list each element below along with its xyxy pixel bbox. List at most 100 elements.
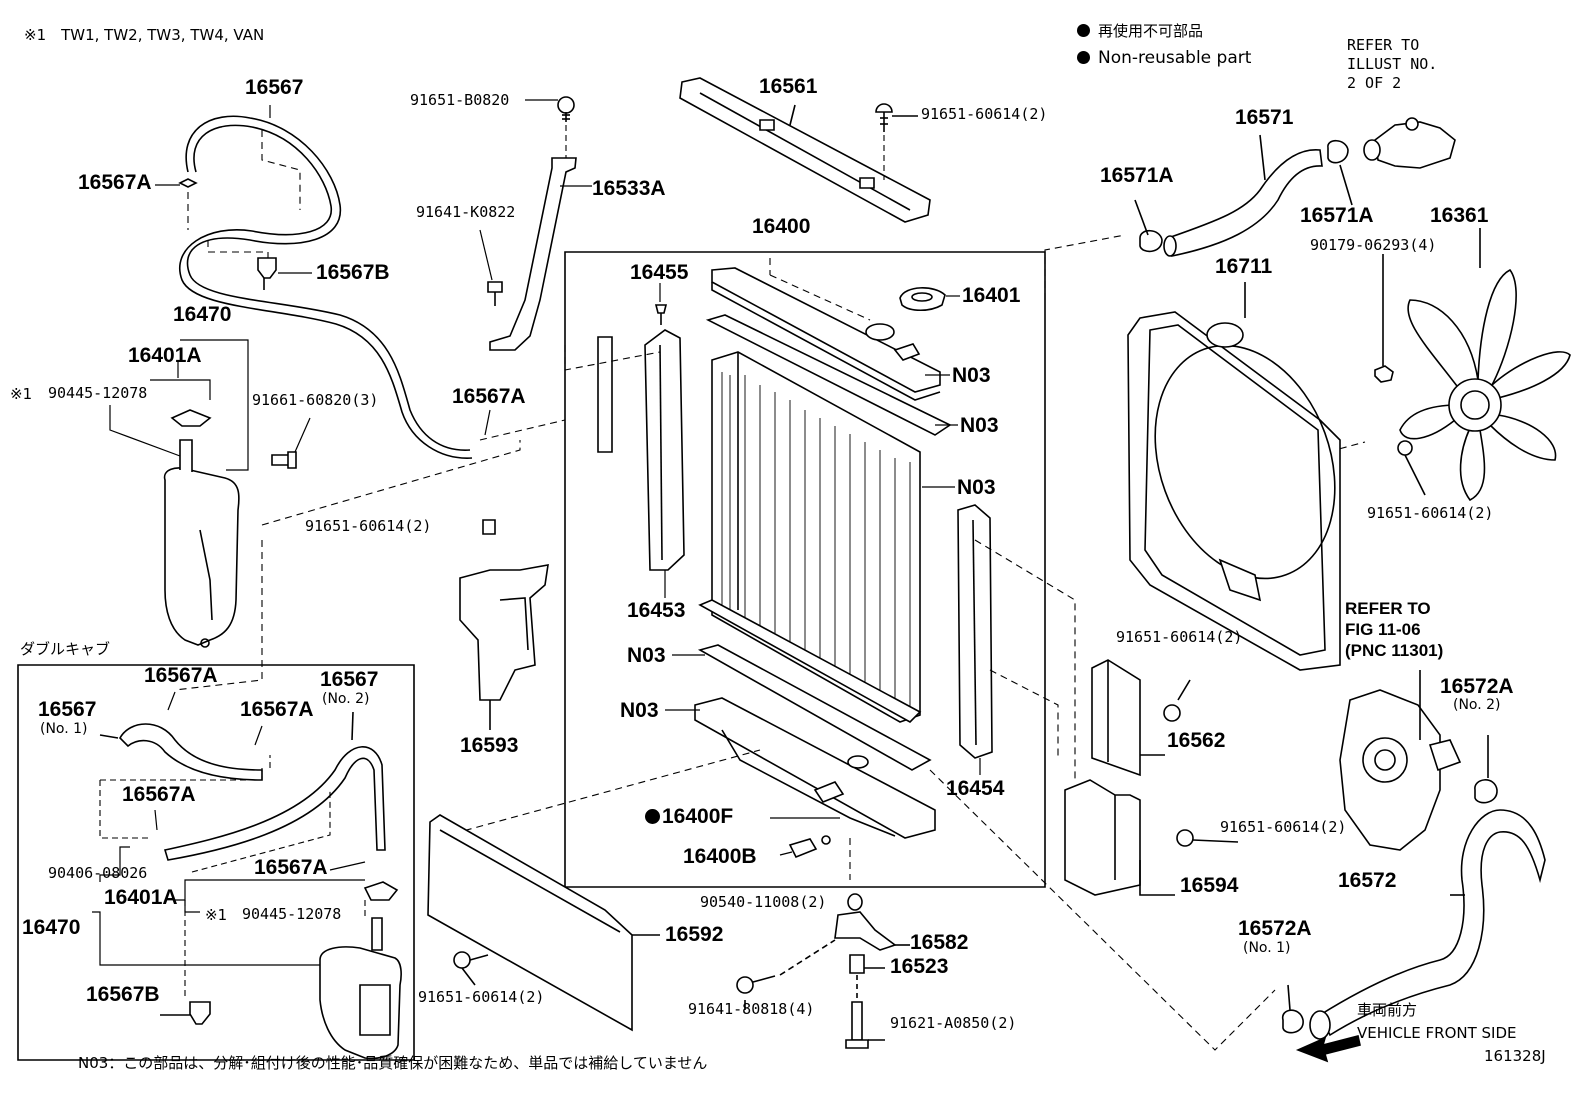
- label-91651-60614-a: 91651-60614(2): [305, 517, 432, 535]
- dc-label-16567B: 16567B: [86, 983, 160, 1006]
- label-16567A: 16567A: [78, 171, 152, 194]
- label-91651-60614-b: 91651-60614(2): [921, 105, 1048, 123]
- label-16454: 16454: [946, 777, 1005, 800]
- clamp-16572A-no1-icon: [1283, 985, 1303, 1033]
- dc-label-90445-12078: 90445-12078: [242, 905, 342, 923]
- dc-label-16567-1: 16567: [38, 698, 97, 721]
- double-cab-frame: [18, 665, 414, 1060]
- radiator-upper-tank-icon: [712, 268, 940, 400]
- bolt-16455-icon: [656, 305, 666, 325]
- label-16401: 16401: [962, 284, 1021, 307]
- bolt-91651-60614-d-icon: [1398, 441, 1425, 495]
- stay-16533A-icon: [488, 97, 576, 350]
- bolt-91651-60614-c-icon: [454, 952, 488, 985]
- refer-illust-line3: 2 OF 2: [1347, 74, 1402, 92]
- label-n03-3: N03: [957, 476, 996, 499]
- vehicle-front-en: VEHICLE FRONT SIDE: [1357, 1024, 1517, 1042]
- label-n03-4: N03: [627, 644, 666, 667]
- seal-16592-icon: [428, 815, 660, 1030]
- gasket-n03-lower-icon: [700, 645, 930, 770]
- dc-mark-note: ※1: [205, 906, 228, 924]
- label-16582: 16582: [910, 931, 969, 954]
- clamp-16572A-no2-icon: [1475, 735, 1497, 803]
- bushing-16523-icon: [850, 955, 885, 973]
- label-16571A-2: 16571A: [1300, 204, 1374, 227]
- refer-illust-line1: REFER TO: [1347, 36, 1420, 54]
- shroud-16711-icon: [1124, 282, 1366, 670]
- label-16400B: 16400B: [683, 845, 757, 868]
- radiator-lower-tank-icon: [695, 698, 935, 838]
- refer-illust-line2: ILLUST NO.: [1347, 55, 1438, 73]
- dashed-lines-center: [430, 235, 1365, 1050]
- label-90179-06293: 90179-06293(4): [1310, 236, 1437, 254]
- label-91651-60614-f: 91651-60614(2): [1220, 818, 1347, 836]
- footer-note: N03：この部品は、分解･組付け後の性能･品質確保が困難なため、単品では補給して…: [78, 1054, 708, 1072]
- reservoir-hose-16567: [180, 116, 472, 458]
- legend-dot-icon: [1077, 24, 1090, 37]
- diagram-code: 161328J: [1484, 1047, 1546, 1065]
- dc-label-16567A-3: 16567A: [122, 783, 196, 806]
- label-16400F-text: 16400F: [662, 805, 734, 828]
- label-16572A-2: 16572A: [1238, 917, 1312, 940]
- dashed-lines-left: [175, 130, 565, 690]
- label-16470: 16470: [173, 303, 232, 326]
- label-16571A-1: 16571A: [1100, 164, 1174, 187]
- dc-label-16401A: 16401A: [104, 886, 178, 909]
- label-91651-B0820: 91651-B0820: [410, 91, 510, 109]
- label-91621-A0850: 91621-A0850(2): [890, 1014, 1017, 1032]
- label-16592: 16592: [665, 923, 724, 946]
- label-16523: 16523: [890, 955, 949, 978]
- dc-label-16567A-4: 16567A: [254, 856, 328, 879]
- baffle-16562-icon: [1092, 660, 1165, 775]
- label-no1-a: (No. 1): [1243, 940, 1291, 956]
- fan-16361-icon: [1400, 228, 1570, 500]
- label-no2-a: (No. 2): [1453, 697, 1501, 713]
- label-16455: 16455: [630, 261, 689, 284]
- nut-90179-icon: [1375, 254, 1393, 382]
- dc-label-16567-2: 16567: [320, 668, 379, 691]
- bracket-16582-icon: [835, 894, 910, 950]
- dc-leaders: [92, 692, 365, 965]
- legend-en-text: Non-reusable part: [1098, 48, 1252, 68]
- label-16533A: 16533A: [592, 177, 666, 200]
- baffle-16594-icon: [1065, 780, 1175, 895]
- label-16561: 16561: [759, 75, 818, 98]
- label-91651-60614-c: 91651-60614(2): [418, 988, 545, 1006]
- legend-jp-text: 再使用不可部品: [1098, 22, 1204, 40]
- mark-note-1: ※1: [10, 385, 33, 403]
- label-16562: 16562: [1167, 729, 1226, 752]
- dc-label-no2: (No. 2): [322, 691, 370, 707]
- label-16571: 16571: [1235, 106, 1294, 129]
- leader-lines-left: [110, 105, 490, 470]
- label-16572A-1: 16572A: [1440, 675, 1514, 698]
- drain-cock-16400B-icon: [790, 836, 830, 857]
- label-n03-2: N03: [960, 414, 999, 437]
- label-16400: 16400: [752, 215, 811, 238]
- label-16453: 16453: [627, 599, 686, 622]
- radiator-core-icon: [700, 352, 920, 722]
- label-16711: 16711: [1215, 255, 1273, 278]
- cap-16401-icon: [900, 288, 945, 310]
- clamp-16571A-2-icon: [1328, 141, 1352, 205]
- label-16572: 16572: [1338, 869, 1397, 892]
- label-16567: 16567: [245, 76, 304, 99]
- label-n03-1: N03: [952, 364, 991, 387]
- dc-label-16567A-1: 16567A: [144, 664, 218, 687]
- dc-label-16567A-2: 16567A: [240, 698, 314, 721]
- label-16567B: 16567B: [316, 261, 390, 284]
- clip-16567A-icon: [180, 179, 196, 187]
- label-16567A-2: 16567A: [452, 385, 526, 408]
- hose-16571-icon: [1164, 135, 1322, 256]
- dc-label-16470: 16470: [22, 916, 81, 939]
- label-16594: 16594: [1180, 874, 1239, 897]
- dc-label-no1: (No. 1): [40, 721, 88, 737]
- label-n03-5: N03: [620, 699, 659, 722]
- label-16400F: 16400F: [645, 806, 733, 827]
- label-91651-60614-e: 91651-60614(2): [1116, 628, 1243, 646]
- dc-hose-16567-no2-icon: [165, 712, 385, 860]
- label-16361: 16361: [1430, 204, 1489, 227]
- legend-jp: 再使用不可部品: [1077, 24, 1203, 39]
- bolt-91621-icon: [846, 975, 885, 1048]
- hose-16572-icon: [1310, 810, 1545, 1039]
